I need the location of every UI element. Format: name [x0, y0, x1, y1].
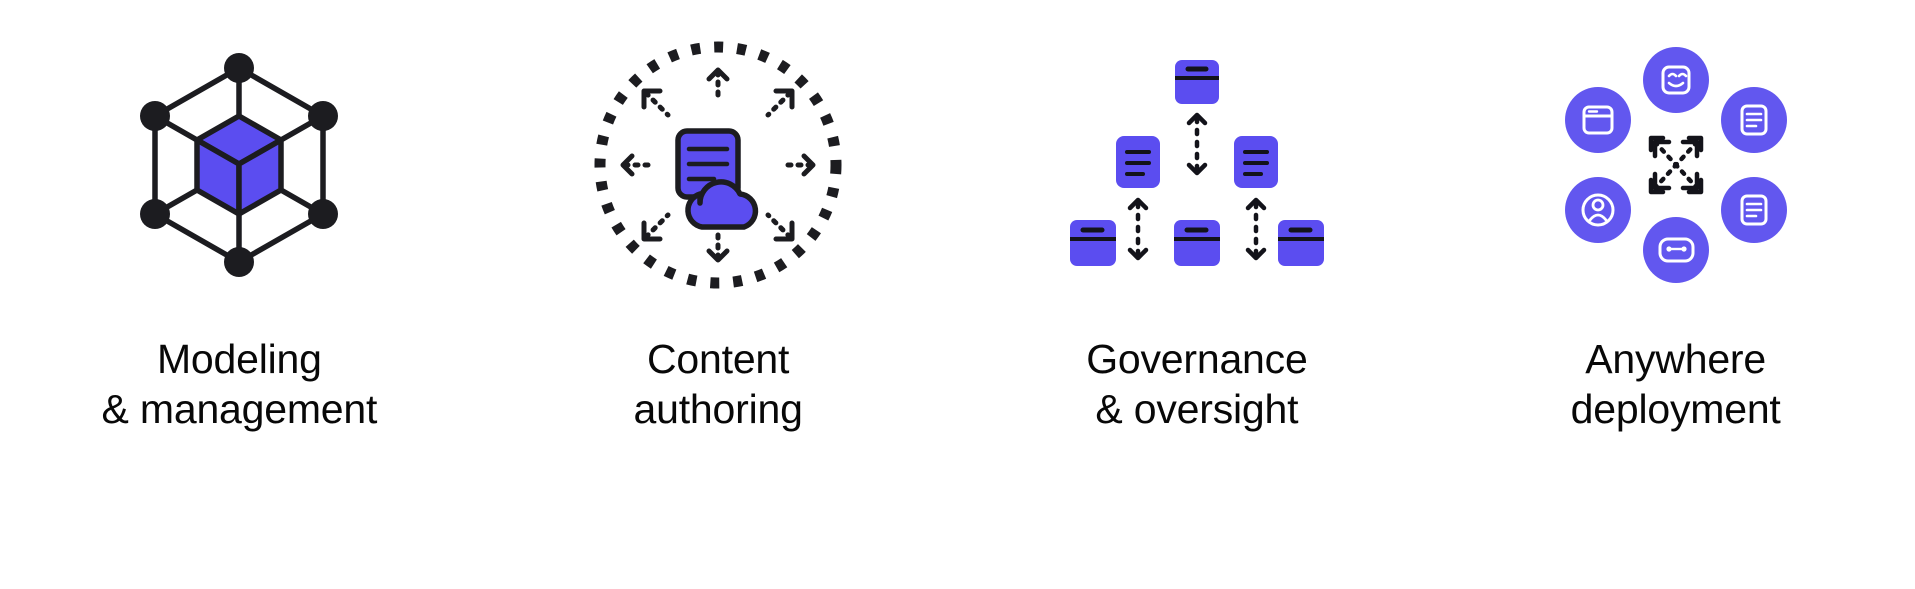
app-badge-bottom[interactable] — [1642, 217, 1709, 283]
document-mid-left — [1115, 136, 1160, 188]
hexagonal-node-cube-icon — [140, 53, 339, 277]
feature-label-anywhere-deployment: Anywhere deployment — [1570, 336, 1781, 433]
feature-label-governance-oversight: Governance & oversight — [1086, 336, 1308, 433]
document-lines-icon — [1740, 194, 1768, 226]
user-signal-icon — [1581, 193, 1615, 227]
node-dots — [140, 53, 339, 277]
app-badge-left-lower[interactable] — [1564, 177, 1631, 243]
browser-window-icon — [1582, 105, 1614, 135]
feature-icon-content-authoring — [479, 0, 958, 330]
archive-box-top — [1174, 60, 1219, 104]
cube-shape — [194, 113, 285, 217]
vr-headset-icon — [1658, 237, 1695, 263]
app-badge-right-lower[interactable] — [1720, 177, 1787, 243]
surrounding-app-circles-icon — [1564, 47, 1787, 283]
app-badge-left-upper[interactable] — [1564, 87, 1631, 153]
archive-box-bottom-center — [1173, 220, 1220, 266]
document-mid-right — [1233, 136, 1278, 188]
feature-icon-governance-oversight — [958, 0, 1437, 330]
app-badge-top[interactable] — [1642, 47, 1709, 113]
feature-card-governance-oversight[interactable]: Governance & oversight — [958, 0, 1437, 434]
corner-brackets — [641, 88, 795, 242]
hierarchy-archive-documents-icon — [1069, 60, 1324, 266]
feature-icon-modeling-management — [0, 0, 479, 330]
archive-box-bottom-right — [1277, 220, 1324, 266]
direction-arrows — [620, 67, 816, 263]
feature-card-anywhere-deployment[interactable]: Anywhere deployment — [1436, 0, 1915, 434]
feature-card-content-authoring[interactable]: Content authoring — [479, 0, 958, 434]
feature-label-modeling-management: Modeling & management — [101, 336, 378, 433]
cloud-shape — [685, 179, 759, 230]
feature-icon-anywhere-deployment — [1436, 0, 1915, 330]
expand-arrows-icon — [1648, 135, 1703, 195]
connector-arrows — [1127, 112, 1267, 261]
feature-label-content-authoring: Content authoring — [633, 336, 803, 433]
smiley-square-icon — [1661, 65, 1691, 95]
feature-card-modeling-management[interactable]: Modeling & management — [0, 0, 479, 434]
dotted-circle — [594, 41, 842, 289]
app-badge-right-upper[interactable] — [1720, 87, 1787, 153]
document-cloud-in-dotted-circle-icon — [594, 41, 842, 289]
document-lines-icon — [1740, 104, 1768, 136]
archive-box-bottom-left — [1069, 220, 1116, 266]
